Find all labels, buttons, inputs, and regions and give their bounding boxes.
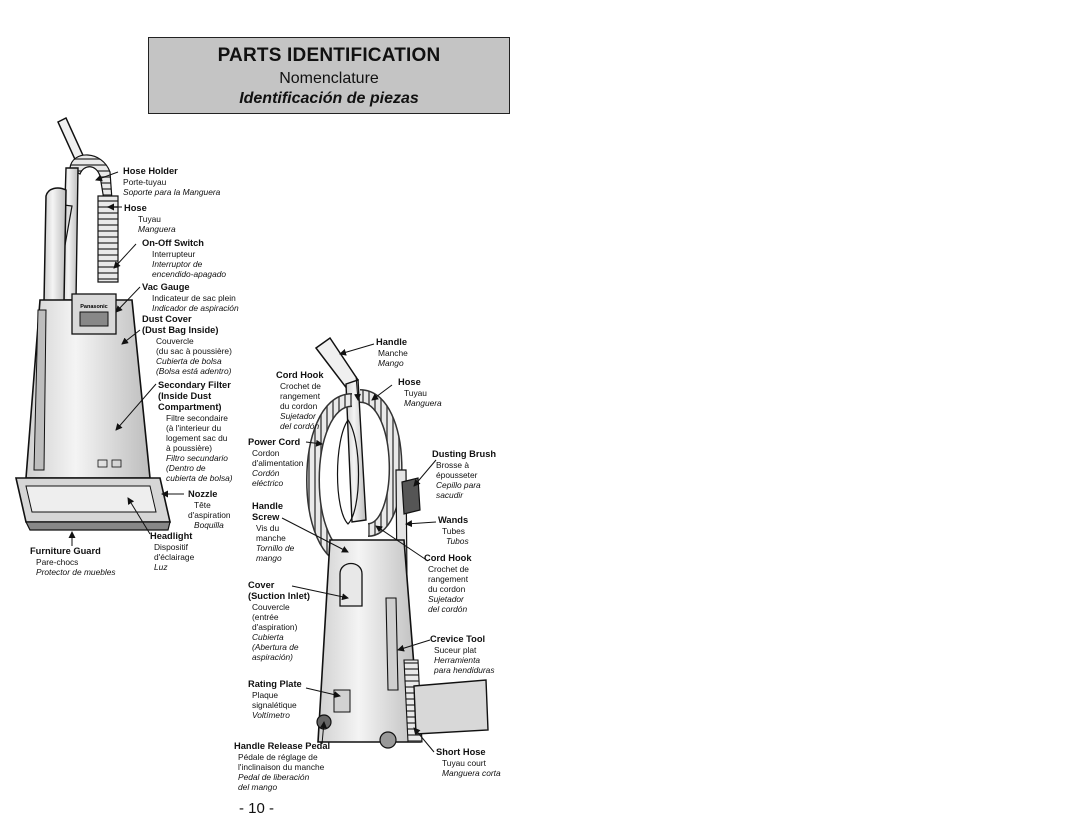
- label-handle: Handle Manche Mango: [376, 337, 408, 368]
- label-dust-cover: Dust Cover (Dust Bag Inside) Couvercle (…: [142, 314, 232, 376]
- label-hose-left: Hose Tuyau Manguera: [124, 203, 176, 234]
- label-cord-hook-bottom: Cord Hook Crochet de rangement du cordon…: [424, 553, 472, 614]
- brand-badge: Panasonic: [80, 304, 108, 310]
- label-on-off-switch: On-Off Switch Interrupteur Interruptor d…: [142, 238, 227, 279]
- label-short-hose: Short Hose Tuyau court Manguera corta: [436, 747, 501, 778]
- label-furniture-guard: Furniture Guard Pare-chocs Protector de …: [30, 546, 116, 577]
- label-dusting-brush: Dusting Brush Brosse à épousseter Cepill…: [432, 449, 497, 500]
- label-hose-holder: Hose Holder Porte-tuyau Soporte para la …: [123, 166, 221, 197]
- label-cover-suction-inlet: Cover (Suction Inlet) Couvercle (entrée …: [248, 580, 310, 662]
- label-nozzle: Nozzle Tête d'aspiration Boquilla: [188, 489, 231, 530]
- label-cord-hook-top: Cord Hook Crochet de rangement du cordon…: [276, 370, 324, 431]
- label-headlight: Headlight Dispositif d'éclairage Luz: [150, 531, 195, 572]
- leader-lines: [68, 171, 437, 753]
- header-box: PARTS IDENTIFICATION Nomenclature Identi…: [148, 37, 510, 114]
- label-power-cord: Power Cord Cordon d'alimentation Cordón …: [248, 437, 304, 488]
- label-vac-gauge: Vac Gauge Indicateur de sac plein Indica…: [142, 282, 239, 313]
- label-handle-release-pedal: Handle Release Pedal Pédale de réglage d…: [234, 741, 331, 792]
- label-wands: Wands Tubes Tubos: [438, 515, 469, 546]
- page-subtitle-fr: Nomenclature: [279, 70, 379, 87]
- label-handle-screw: Handle Screw Vis du manche Tornillo de m…: [252, 501, 295, 563]
- page-number: - 10 -: [239, 800, 275, 817]
- label-crevice-tool: Crevice Tool Suceur plat Herramienta par…: [430, 634, 495, 675]
- label-rating-plate: Rating Plate Plaque signalétique Voltíme…: [248, 679, 302, 720]
- label-hose-right: Hose Tuyau Manguera: [398, 377, 442, 408]
- page-title: PARTS IDENTIFICATION: [217, 45, 441, 66]
- rear-vacuum: [306, 336, 489, 749]
- label-secondary-filter: Secondary Filter (Inside Dust Compartmen…: [158, 380, 233, 483]
- page-subtitle-es: Identificación de piezas: [239, 90, 419, 107]
- front-vacuum: Panasonic: [14, 116, 172, 531]
